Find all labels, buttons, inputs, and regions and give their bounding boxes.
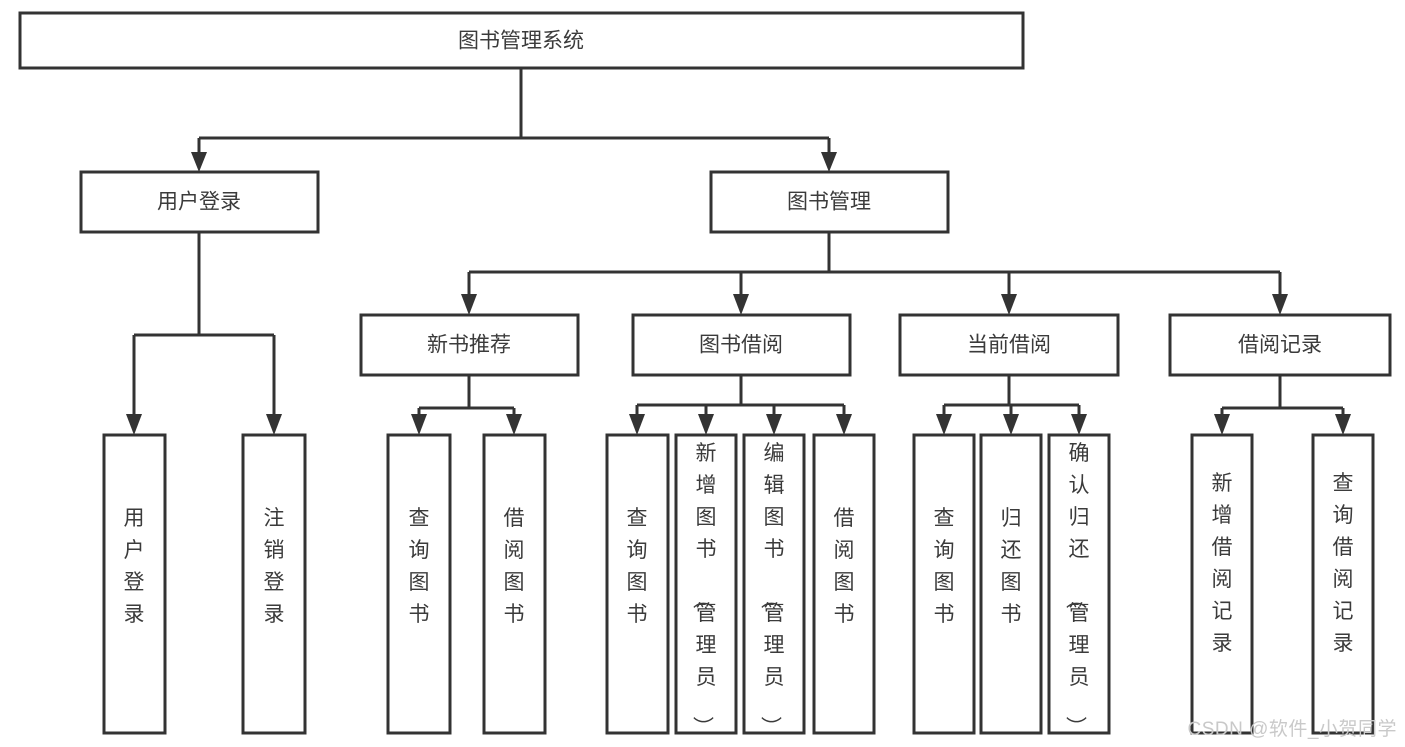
arrow-head-leaf-query-book-1 bbox=[411, 414, 427, 435]
node-root[interactable]: 图书管理系统 bbox=[18, 11, 1025, 70]
node-new-book-recommend-label: 新书推荐 bbox=[427, 334, 511, 357]
node-leaf-add-book-box[interactable] bbox=[674, 433, 738, 735]
edge-layer bbox=[126, 68, 1351, 435]
node-leaf-query-book-3[interactable]: 查询图书 bbox=[912, 433, 976, 735]
arrow-head-leaf-confirm-return bbox=[1071, 414, 1087, 435]
arrow-head-leaf-query-record bbox=[1335, 414, 1351, 435]
node-leaf-user-login-label: 用户登录 bbox=[124, 507, 145, 626]
arrow-head-new-book-recommend bbox=[461, 294, 477, 315]
node-book-borrow-box[interactable] bbox=[631, 313, 852, 377]
node-leaf-borrow-book-2-box[interactable] bbox=[812, 433, 876, 735]
node-current-borrow-box[interactable] bbox=[898, 313, 1120, 377]
node-leaf-query-book-1-label: 查询图书 bbox=[409, 507, 430, 626]
node-new-book-recommend[interactable]: 新书推荐 bbox=[359, 313, 580, 377]
node-leaf-borrow-book-2-label: 借阅图书 bbox=[834, 507, 855, 626]
arrow-head-book-borrow bbox=[733, 294, 749, 315]
node-user-login[interactable]: 用户登录 bbox=[79, 170, 320, 234]
node-leaf-add-book-label: 新增图书（管理员） bbox=[691, 442, 717, 737]
node-user-login-label: 用户登录 bbox=[157, 191, 241, 214]
node-leaf-add-record[interactable]: 新增借阅记录 bbox=[1190, 433, 1254, 735]
node-book-borrow-label: 图书借阅 bbox=[699, 334, 783, 357]
node-leaf-borrow-book-1[interactable]: 借阅图书 bbox=[482, 433, 547, 735]
node-leaf-query-book-3-box[interactable] bbox=[912, 433, 976, 735]
arrow-head-leaf-borrow-book-1 bbox=[506, 414, 522, 435]
node-leaf-query-book-2[interactable]: 查询图书 bbox=[605, 433, 670, 735]
arrow-head-leaf-edit-book bbox=[766, 414, 782, 435]
node-leaf-return-book-label: 归还图书 bbox=[1001, 507, 1022, 626]
node-leaf-user-login[interactable]: 用户登录 bbox=[102, 433, 167, 735]
node-book-borrow[interactable]: 图书借阅 bbox=[631, 313, 852, 377]
node-leaf-borrow-book-1-label: 借阅图书 bbox=[504, 507, 525, 626]
node-book-manage[interactable]: 图书管理 bbox=[709, 170, 950, 234]
node-new-book-recommend-box[interactable] bbox=[359, 313, 580, 377]
node-leaf-confirm-return[interactable]: 确认归还（管理员） bbox=[1047, 433, 1111, 737]
node-root-box[interactable] bbox=[18, 11, 1025, 70]
node-leaf-confirm-return-box[interactable] bbox=[1047, 433, 1111, 735]
node-leaf-borrow-book-1-box[interactable] bbox=[482, 433, 547, 735]
node-leaf-borrow-book-2[interactable]: 借阅图书 bbox=[812, 433, 876, 735]
node-borrow-record-box[interactable] bbox=[1168, 313, 1392, 377]
arrow-head-leaf-borrow-book-2 bbox=[836, 414, 852, 435]
arrow-head-leaf-query-book-2 bbox=[629, 414, 645, 435]
node-leaf-query-record-box[interactable] bbox=[1311, 433, 1375, 735]
node-leaf-return-book[interactable]: 归还图书 bbox=[979, 433, 1043, 735]
node-leaf-user-logout-label: 注销登录 bbox=[264, 507, 285, 626]
node-leaf-edit-book[interactable]: 编辑图书（管理员） bbox=[742, 433, 806, 737]
node-leaf-user-login-box[interactable] bbox=[102, 433, 167, 735]
arrow-head-leaf-user-logout bbox=[266, 414, 282, 435]
node-current-borrow[interactable]: 当前借阅 bbox=[898, 313, 1120, 377]
node-leaf-query-book-2-box[interactable] bbox=[605, 433, 670, 735]
node-book-manage-box[interactable] bbox=[709, 170, 950, 234]
node-leaf-add-record-label: 新增借阅记录 bbox=[1212, 472, 1233, 655]
node-leaf-edit-book-label: 编辑图书（管理员） bbox=[759, 442, 785, 737]
node-leaf-add-record-box[interactable] bbox=[1190, 433, 1254, 735]
node-leaf-return-book-box[interactable] bbox=[979, 433, 1043, 735]
node-leaf-query-record-label: 查询借阅记录 bbox=[1333, 472, 1354, 655]
arrow-head-leaf-query-book-3 bbox=[936, 414, 952, 435]
arrow-head-leaf-return-book bbox=[1003, 414, 1019, 435]
node-leaf-query-book-2-label: 查询图书 bbox=[627, 507, 648, 626]
node-root-label: 图书管理系统 bbox=[458, 30, 584, 53]
node-current-borrow-label: 当前借阅 bbox=[967, 334, 1051, 357]
node-book-manage-label: 图书管理 bbox=[787, 191, 871, 214]
arrow-head-leaf-add-book bbox=[698, 414, 714, 435]
node-leaf-query-book-3-label: 查询图书 bbox=[934, 507, 955, 626]
node-leaf-query-book-1-box[interactable] bbox=[386, 433, 452, 735]
arrow-head-leaf-add-record bbox=[1214, 414, 1230, 435]
node-borrow-record-label: 借阅记录 bbox=[1238, 334, 1322, 357]
arrow-head-current-borrow bbox=[1001, 294, 1017, 315]
arrow-head-user-login bbox=[191, 152, 207, 172]
arrow-head-book-manage bbox=[821, 152, 837, 172]
arrow-head-leaf-user-login bbox=[126, 414, 142, 435]
node-leaf-user-logout[interactable]: 注销登录 bbox=[241, 433, 307, 735]
node-leaf-add-book[interactable]: 新增图书（管理员） bbox=[674, 433, 738, 737]
node-leaf-user-logout-box[interactable] bbox=[241, 433, 307, 735]
node-leaf-query-book-1[interactable]: 查询图书 bbox=[386, 433, 452, 735]
arrow-head-borrow-record bbox=[1272, 294, 1288, 315]
node-user-login-box[interactable] bbox=[79, 170, 320, 234]
node-leaf-query-record[interactable]: 查询借阅记录 bbox=[1311, 433, 1375, 735]
node-leaf-confirm-return-label: 确认归还（管理员） bbox=[1064, 442, 1090, 737]
node-leaf-edit-book-box[interactable] bbox=[742, 433, 806, 735]
node-borrow-record[interactable]: 借阅记录 bbox=[1168, 313, 1392, 377]
